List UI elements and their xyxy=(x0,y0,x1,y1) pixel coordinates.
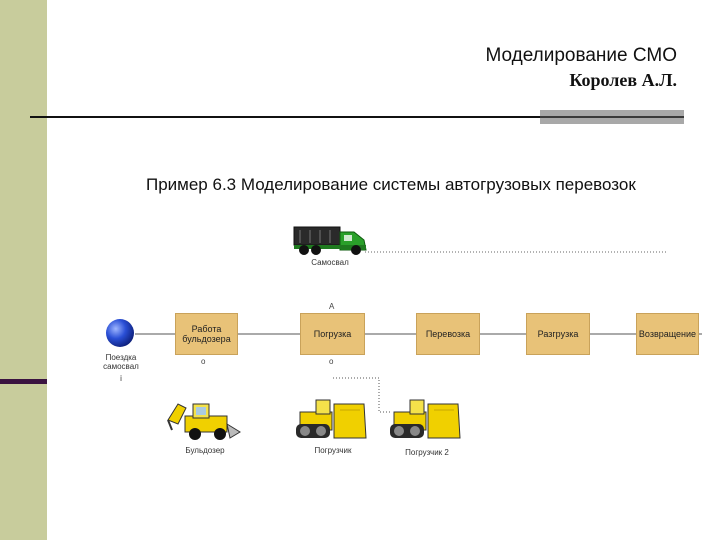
left-decor-accent xyxy=(0,379,47,384)
source-label: Поездка самосвал xyxy=(103,353,139,371)
diagram-title: Пример 6.3 Моделирование системы автогру… xyxy=(146,175,636,194)
block-return[interactable]: Возвращение xyxy=(636,313,699,355)
bulldozer-icon-1 xyxy=(296,399,367,439)
block-transport[interactable]: Перевозка xyxy=(416,313,480,355)
resource-label-backhoe: Бульдозер xyxy=(185,446,225,455)
slide-author: Королев А.Л. xyxy=(569,70,677,90)
slide-title: Моделирование СМО xyxy=(485,45,677,66)
dump-truck-icon xyxy=(293,226,367,255)
source-port: i xyxy=(120,374,122,383)
port-bulldozer-bottom: о xyxy=(201,357,206,366)
backhoe-loader-icon xyxy=(167,403,241,440)
truck-label: Самосвал xyxy=(311,258,349,267)
source-sphere-icon xyxy=(106,319,134,347)
resource-label-loader-2: Погрузчик 2 xyxy=(405,448,449,457)
header-rule-box-line xyxy=(540,116,684,118)
block-unloading[interactable]: Разгрузка xyxy=(526,313,590,355)
left-decor-bar xyxy=(0,0,47,540)
port-loading-top: А xyxy=(329,302,335,311)
bulldozer-icon-2 xyxy=(390,399,461,439)
header-rule xyxy=(30,116,540,118)
block-bulldozer-work[interactable]: Работа бульдозера xyxy=(175,313,238,355)
block-loading[interactable]: Погрузка xyxy=(300,313,365,355)
loader2-link-line xyxy=(333,377,390,413)
resource-label-loader-1: Погрузчик xyxy=(314,446,352,455)
port-loading-bottom: о xyxy=(329,357,334,366)
